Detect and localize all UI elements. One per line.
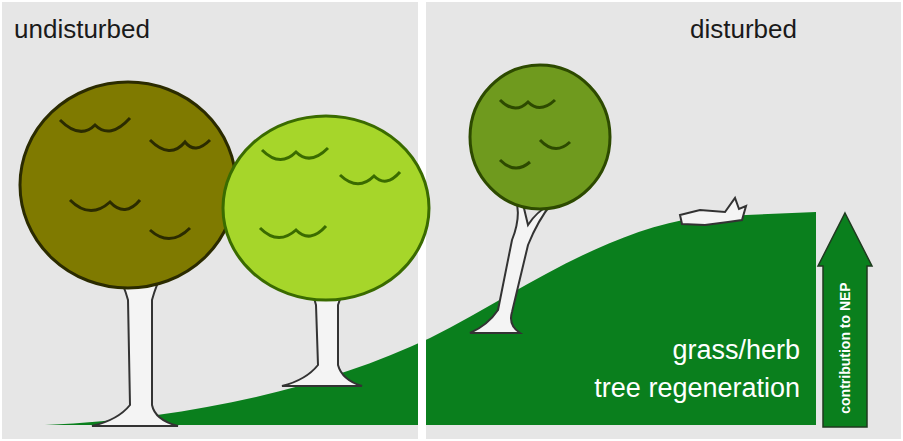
panel-title: disturbed [690,14,797,45]
panel-title: undisturbed [14,14,150,45]
vegetation-label: tree regeneration [594,373,800,404]
scenario-panel: undisturbed [2,2,418,439]
vegetation-label: grass/herb [672,335,800,366]
panel-gap [418,0,426,441]
arrow-shape: contribution to NEP [816,211,874,429]
arrow-label: contribution to NEP [837,282,853,413]
